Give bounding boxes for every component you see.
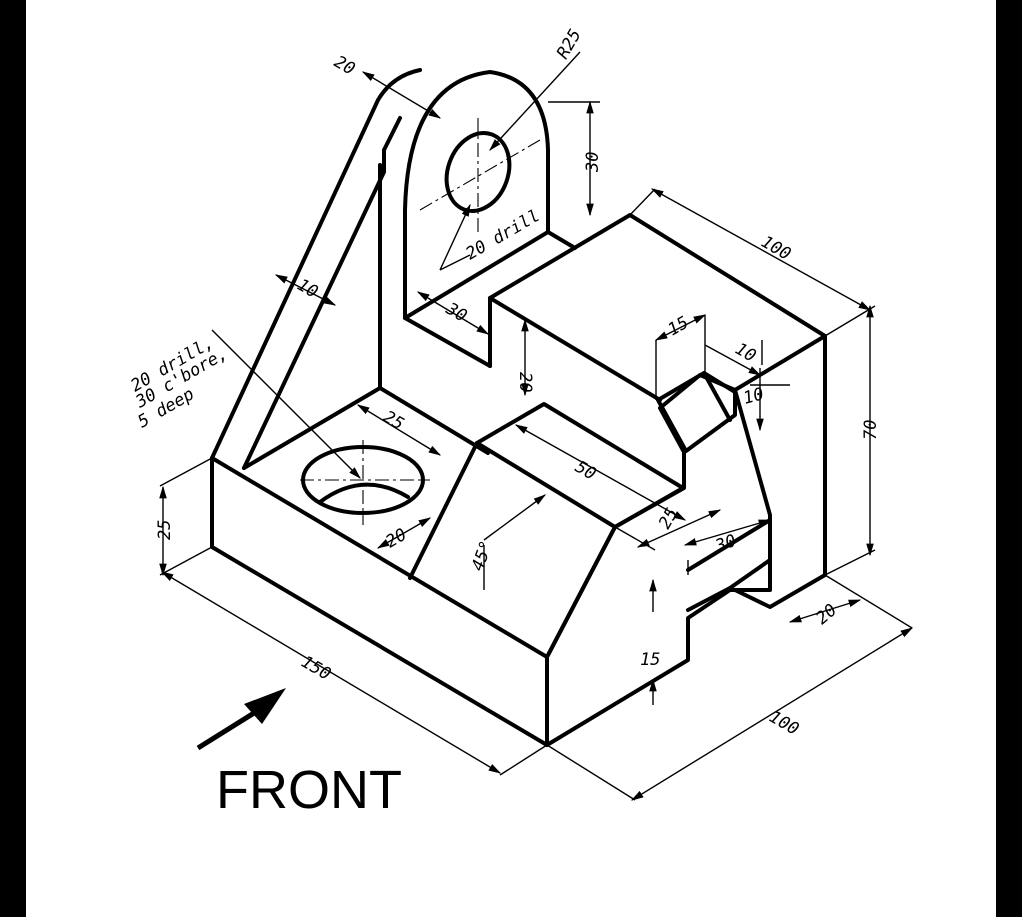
rib-inner bbox=[242, 116, 402, 470]
block-right-face bbox=[733, 334, 827, 609]
dim-v-width: 15 bbox=[665, 313, 693, 341]
dim-step-height: 20 bbox=[515, 372, 535, 392]
boss-outline bbox=[403, 70, 550, 320]
dim-boss-width: 20 bbox=[331, 52, 359, 80]
block-front-face bbox=[545, 373, 772, 747]
dim-cbore-spacing: 25 bbox=[380, 407, 408, 435]
label-radius: R25 bbox=[553, 26, 586, 63]
front-label: FRONT bbox=[216, 760, 402, 820]
dim-base-width: 100 bbox=[766, 707, 803, 740]
dim-cbore-offset: 20 bbox=[383, 525, 411, 553]
dim-ramp-length: 50 bbox=[572, 457, 600, 485]
front-view-arrow bbox=[196, 688, 286, 751]
dim-slot-depth: 20 bbox=[812, 600, 841, 628]
center-lines bbox=[300, 118, 541, 525]
base-top-edge bbox=[242, 386, 490, 470]
dim-rib: 10 bbox=[294, 275, 322, 303]
dim-base-height: 25 bbox=[155, 520, 175, 540]
label-hole-top: 20 drill bbox=[463, 206, 544, 264]
dim-base-length: 150 bbox=[298, 652, 335, 685]
part-outline bbox=[210, 68, 827, 747]
dim-slot-height: 15 bbox=[640, 650, 660, 670]
dim-total-height: 70 bbox=[861, 420, 881, 440]
dim-v-height: 10 bbox=[741, 384, 766, 409]
v-notch bbox=[656, 371, 737, 453]
counterbore-inner bbox=[318, 482, 410, 504]
dimension-lines bbox=[159, 51, 914, 801]
dim-ramp-angle: 45° bbox=[468, 538, 497, 574]
dim-block-length: 100 bbox=[758, 232, 795, 265]
rib-outer bbox=[210, 68, 422, 460]
block-front-top bbox=[488, 296, 662, 402]
dim-hole-height: 30 bbox=[583, 152, 603, 173]
dim-boss-depth: 30 bbox=[442, 299, 471, 327]
